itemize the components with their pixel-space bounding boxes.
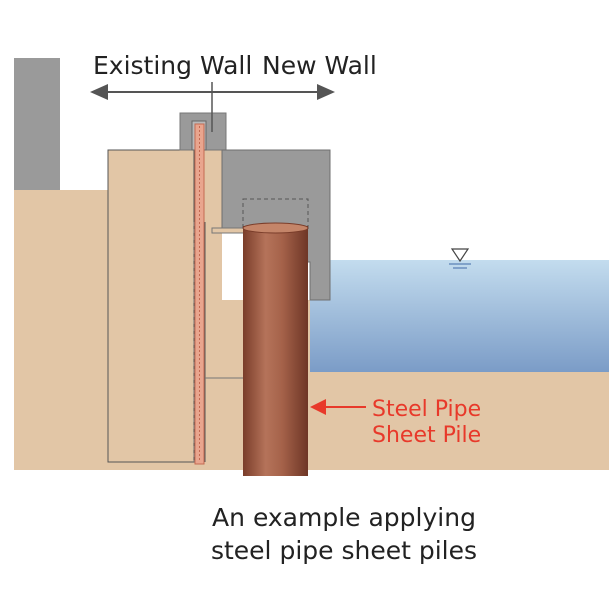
existing-structure-left [14,58,60,190]
steel-pipe-sheet-pile [243,226,308,476]
double-arrow-icon [90,82,335,132]
caption-line-1: An example applying [212,503,476,532]
water-body [310,260,609,372]
pile-pointer-arrow-icon [310,399,366,415]
caption-line-2: steel pipe sheet piles [211,536,477,565]
pile-top-ellipse [242,222,309,234]
label-steel-pipe: Steel Pipe [372,397,481,422]
label-sheet-pile: Sheet Pile [372,423,481,448]
water-level-triangle-icon [449,248,471,269]
label-new-wall: New Wall [262,51,377,80]
soil-backfill [14,150,609,470]
label-existing-wall: Existing Wall [93,51,252,80]
tie-plate [211,227,245,234]
